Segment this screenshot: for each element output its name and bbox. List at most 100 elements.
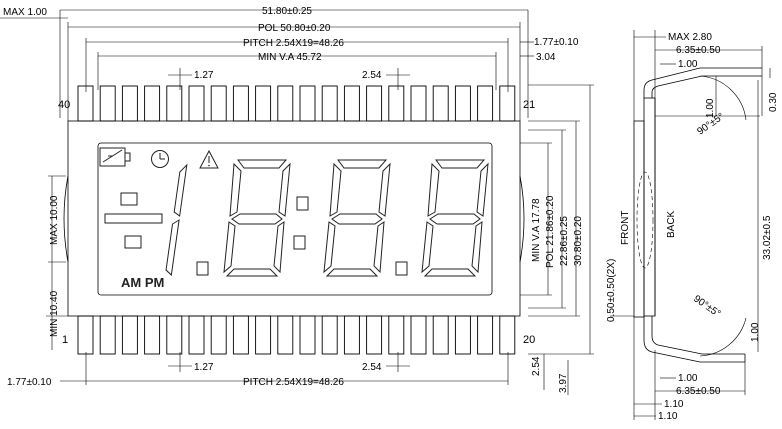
digit-segment [323,221,336,274]
lcd-glass-outline [67,120,521,317]
dim-side-1-10-a: 1.10 [664,399,684,410]
decimal-point-1 [196,261,209,276]
bottom-pin [166,315,183,355]
digit-segment [373,221,385,274]
bottom-pin-row [77,315,516,355]
digit-segment [278,162,291,217]
lcd-viewing-area [97,142,493,296]
dim-side-thickness: 0.50±0.50(2X) [606,259,617,322]
dim-pitch-bottom: PITCH 2.54X19=48.26 [243,377,344,388]
dim-overall-width: 51.80±0.25 [262,6,312,17]
dim-side-1-00-top: 1.00 [678,59,698,70]
front-dimensions: MAX 1.00 51.80±0.25 POL 50.80±0.20 PITCH… [0,6,594,395]
digit-segment [231,213,283,225]
digit-segment [273,221,285,274]
dim-pin-pitch-1-27-bottom: 1.27 [194,362,214,373]
top-pin [388,85,405,122]
top-pin [210,85,227,122]
dim-side-1-00-right: 1.00 [750,322,761,342]
top-pin [366,85,383,122]
digit-segment [476,162,489,217]
bottom-pin [299,315,316,355]
dim-max-10: MAX 10.00 [49,195,60,245]
dim-side-1-00-bottom: 1.00 [678,373,698,384]
top-pin-row [77,85,516,122]
dim-side-0-30: 0.30 [768,92,779,112]
dim-pol-height: POL 21.86±0.20 [545,195,556,268]
bottom-pin [99,315,116,355]
top-pin [499,85,516,122]
top-pin [432,85,449,122]
clock-icon [151,150,169,168]
warning-icon [199,149,219,169]
bottom-pin [432,315,449,355]
bottom-pin [499,315,516,355]
dim-offset-bottom: 1.77±0.10 [7,377,52,388]
top-pin [99,85,116,122]
side-glass-front [633,120,645,318]
pin-label-top-right: 21 [523,99,535,111]
digit-segment [435,159,486,169]
bottom-pin [388,315,405,355]
side-glass-back [643,97,656,317]
bottom-pin [477,315,494,355]
bottom-pin [77,315,94,355]
dim-side-max-2-80: MAX 2.80 [668,32,712,43]
digit-segment [423,268,477,277]
top-pin [166,85,183,122]
digit-segment [223,221,236,274]
left-side-bulge [63,175,69,263]
bottom-pin [210,315,227,355]
top-pin [454,85,471,122]
bottom-pin [255,315,272,355]
top-pin [343,85,360,122]
digit-segment [329,162,342,217]
pin-label-top-left: 40 [58,99,70,111]
battery-icon [99,147,131,167]
top-pin [144,85,161,122]
top-pin [321,85,338,122]
side-pin-top [643,67,762,98]
dim-max-top: MAX 1.00 [3,7,47,18]
dim-offset-top: 1.77±0.10 [534,37,579,48]
bottom-pin [277,315,294,355]
dim-pol-width: POL 50.80±0.20 [258,23,331,34]
dim-offset-3-04: 3.04 [536,52,556,63]
pin-label-bottom-left: 1 [62,334,68,346]
top-pin [277,85,294,122]
digit-segment [331,213,383,225]
dim-height-22-86: 22.86±0.25 [559,216,570,266]
bottom-pin [144,315,161,355]
side-view: MAX 2.80 6.35±0.50 1.00 1.00 0.30 90°±5°… [606,30,779,422]
label-back: BACK [666,210,677,238]
digit-segment [378,162,391,217]
bottom-pin [121,315,138,355]
digit-one [165,163,188,277]
dim-min-10-40: MIN 10.40 [49,290,60,337]
top-pin [410,85,427,122]
front-view: 40 21 1 20 [58,85,535,355]
label-front: FRONT [620,211,631,245]
digit-segment [325,268,379,277]
dim-pin-pitch-2-54-top: 2.54 [362,70,382,81]
top-pin [121,85,138,122]
dim-side-angle-bottom: 90°±5° [691,293,722,319]
dim-side-1-00-vert: 1.00 [705,98,716,118]
pin-label-bottom-right: 20 [523,334,535,346]
dim-pin-3-97: 3.97 [558,373,569,393]
bottom-pin [410,315,427,355]
top-pin [255,85,272,122]
dim-height-30-80: 30.80±0.20 [573,216,584,266]
top-pin [77,85,94,122]
digit-eight-1 [223,159,291,277]
digit-segment [429,213,481,225]
dim-side-1-10-b: 1.10 [658,411,678,422]
bottom-pin [321,315,338,355]
digit-segment [229,162,242,217]
dim-side-length: 33.02±0.5 [762,215,773,260]
decimal-point-2 [395,261,408,276]
dim-min-va-width: MIN V.A 45.72 [258,52,322,63]
dim-pin-pitch-side: 2.54 [531,356,542,376]
digit-segment [237,159,288,169]
